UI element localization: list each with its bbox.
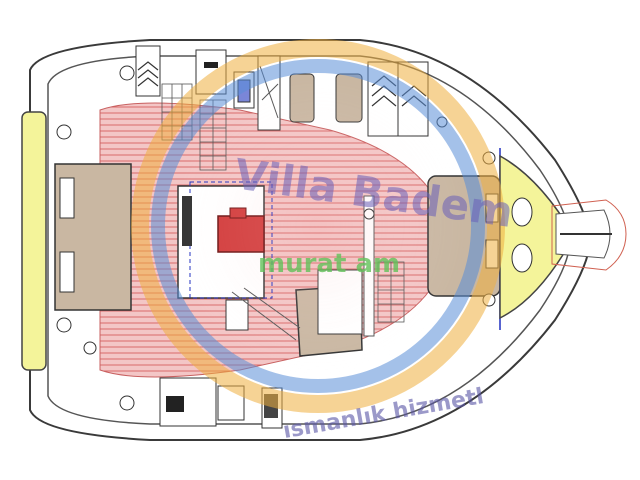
chevron-vent-icon xyxy=(137,61,159,87)
small-dark-bar xyxy=(204,62,218,68)
winch-icon xyxy=(119,65,135,81)
winch-icon xyxy=(56,317,72,333)
top-locker xyxy=(135,45,161,97)
watermark xyxy=(131,39,505,413)
bow-hatch-icon xyxy=(511,243,533,273)
watermark-owner-name: murat am xyxy=(258,249,400,279)
watermark-ring-outer xyxy=(131,39,505,413)
watermark-ring-inner xyxy=(151,59,485,393)
stern-hatch-top xyxy=(59,177,75,219)
bowsprit xyxy=(551,199,627,271)
winch-icon xyxy=(56,124,72,140)
stern-seat xyxy=(21,111,47,371)
bow-hatch-icon xyxy=(511,197,533,227)
small-dark-bar xyxy=(166,396,184,412)
stern-hatch-bottom xyxy=(59,251,75,293)
winch-icon xyxy=(83,341,97,355)
winch-icon xyxy=(119,395,135,411)
